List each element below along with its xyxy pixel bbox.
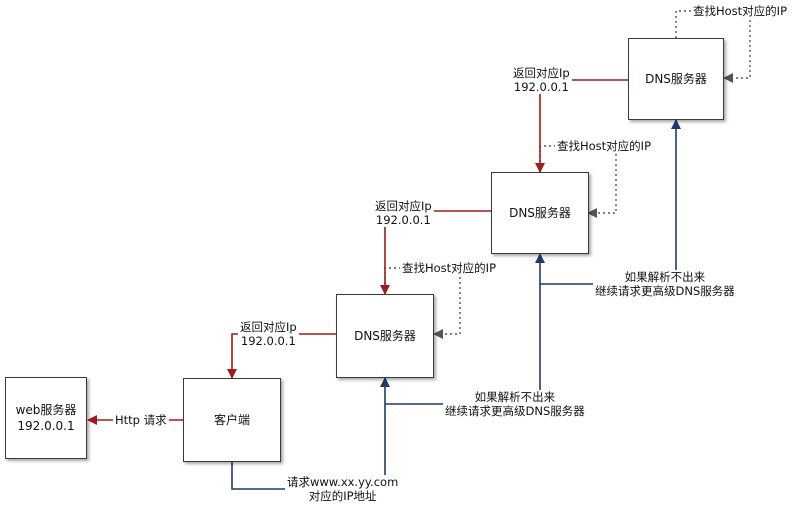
client-request-label: 请求www.xx.yy.com 对应的IP地址 [285, 475, 401, 503]
dns-server-node-3[interactable]: DNS服务器 [628, 38, 724, 120]
return-ip-label-3: 返回对应Ip 192.0.0.1 [511, 66, 572, 94]
web-server-title: web服务器 [15, 403, 77, 417]
escalate-label-2: 如果解析不出来 继续请求更高级DNS服务器 [593, 270, 737, 298]
http-request-label: Http 请求 [113, 413, 169, 427]
dns-server-1-title: DNS服务器 [354, 329, 416, 343]
dns-server-node-1[interactable]: DNS服务器 [336, 294, 434, 378]
client-node[interactable]: 客户端 [183, 378, 281, 462]
dns-server-3-title: DNS服务器 [645, 72, 707, 86]
web-server-node[interactable]: web服务器 192.0.0.1 [5, 377, 87, 459]
dns-server-node-2[interactable]: DNS服务器 [491, 172, 589, 254]
return-ip-edge-1 [227, 333, 336, 379]
return-ip-label-1: 返回对应Ip 192.0.0.1 [238, 320, 299, 348]
web-server-ip: 192.0.0.1 [17, 419, 75, 433]
lookup-host-label-1: 查找Host对应的IP [400, 261, 499, 275]
lookup-host-label-3: 查找Host对应的IP [691, 4, 790, 18]
lookup-host-label-2: 查找Host对应的IP [555, 139, 654, 153]
dns-server-2-title: DNS服务器 [509, 206, 571, 220]
return-ip-label-2: 返回对应Ip 192.0.0.1 [373, 199, 434, 227]
escalate-label-1: 如果解析不出来 继续请求更高级DNS服务器 [443, 390, 587, 418]
client-title: 客户端 [213, 413, 250, 427]
